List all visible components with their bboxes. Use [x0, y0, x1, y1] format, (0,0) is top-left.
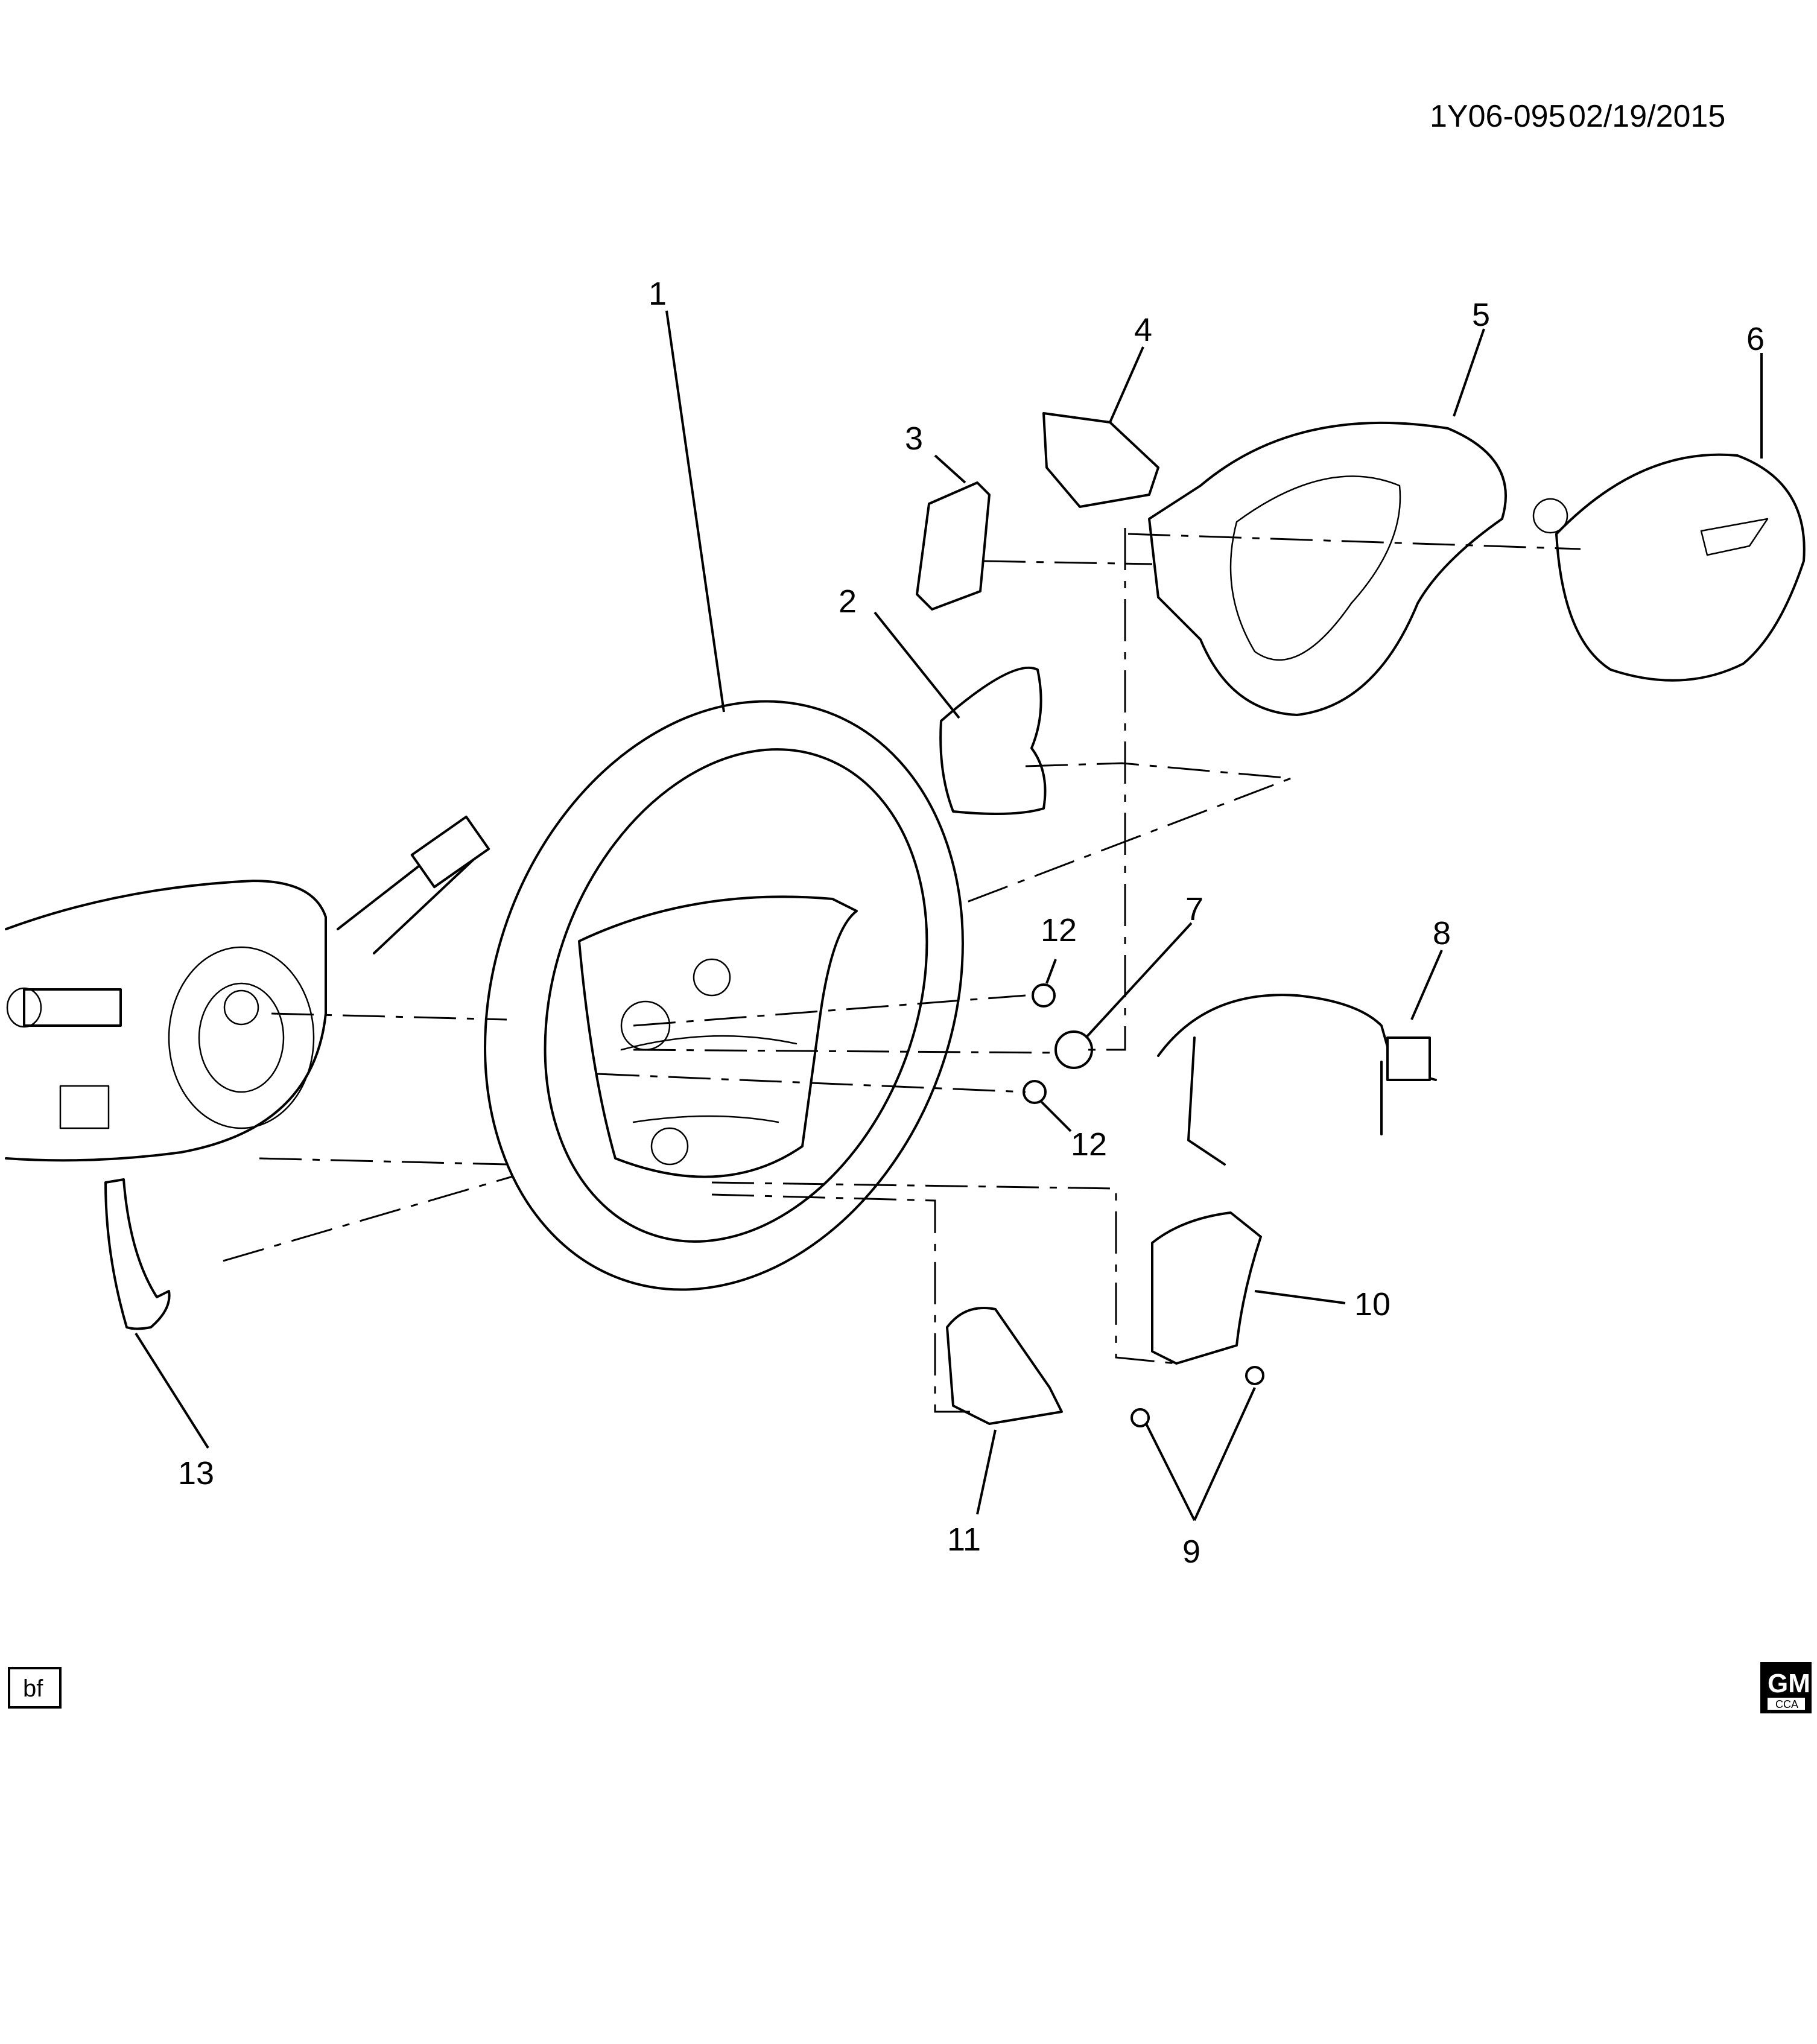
callout-4: 4 — [1134, 312, 1152, 348]
callout-10: 10 — [1354, 1286, 1390, 1322]
illustrator-code-box: bf — [8, 1667, 62, 1709]
paddle-shifter-upper — [939, 666, 1047, 815]
callout-1: 1 — [648, 276, 667, 312]
right-switch-assembly-upper — [1042, 412, 1159, 508]
gm-logo-subtext: CCA — [1775, 1698, 1798, 1710]
bolt-12-upper — [1032, 983, 1056, 1008]
left-switch-assembly — [916, 481, 991, 611]
airbag-module — [1532, 453, 1806, 682]
steering-wheel — [484, 700, 964, 1291]
gm-logo-text: GM — [1768, 1669, 1810, 1698]
callout-6: 6 — [1746, 321, 1765, 357]
trim-bezel — [1148, 421, 1507, 716]
illustrator-code: bf — [23, 1675, 43, 1702]
harness-connector — [1386, 1036, 1431, 1081]
wiring-harness — [1157, 994, 1437, 1166]
bolt-12-lower — [1023, 1080, 1047, 1104]
paddle-shifter-lower — [104, 1178, 171, 1330]
callout-3: 3 — [905, 421, 923, 457]
diagram-id: 1Y06-095 — [1430, 99, 1566, 134]
callout-2: 2 — [839, 583, 857, 620]
left-switch-assembly-lower — [946, 1307, 1063, 1425]
right-switch-assembly-lower — [1151, 1211, 1262, 1365]
steering-column — [5, 815, 490, 1162]
gm-logo: GM CCA — [1760, 1662, 1812, 1713]
callout-9: 9 — [1182, 1534, 1200, 1570]
callout-leaders — [135, 310, 1763, 1521]
screw-9a — [1130, 1408, 1150, 1427]
callout-12-lower: 12 — [1071, 1126, 1107, 1163]
callout-5: 5 — [1472, 297, 1490, 333]
callout-8: 8 — [1433, 915, 1451, 951]
callout-12-upper: 12 — [1041, 912, 1077, 948]
callout-11: 11 — [947, 1522, 981, 1558]
callout-7: 7 — [1185, 891, 1203, 927]
diagram-date: 02/19/2015 — [1568, 99, 1725, 134]
screw-9b — [1245, 1366, 1264, 1385]
callout-13: 13 — [178, 1455, 214, 1491]
alignment-lines — [223, 528, 1581, 1413]
